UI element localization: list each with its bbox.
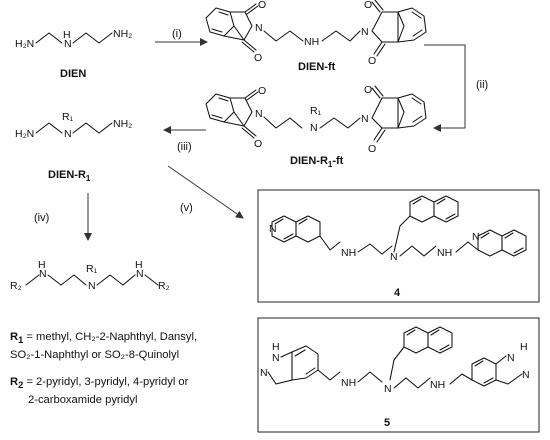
r1-definition: R1 = methyl, CH₂-2-Naphthyl, Dansyl, (10, 331, 198, 346)
compound-5-box (257, 317, 540, 433)
arrow-step-v (167, 165, 244, 219)
oxygen-label: O (258, 0, 266, 11)
amine-n-label: N (39, 268, 47, 280)
oxygen-label: O (254, 138, 262, 150)
dien-r1-label: DIEN-R1 (48, 169, 91, 183)
indazole-h-label: H (272, 341, 280, 353)
indazole-n-label: N (260, 367, 268, 379)
dien-label: DIEN (60, 68, 86, 80)
amine-h2n-label: H₂N (15, 128, 34, 140)
step-i-label: (i) (172, 28, 182, 40)
imide-n-label: N (361, 26, 369, 38)
amine-nh-label: NH (304, 36, 319, 48)
oxygen-label: O (364, 84, 372, 96)
oxygen-label: O (254, 52, 262, 64)
r1-label: R₁ (310, 105, 322, 117)
dien-structure: H₂N H N NH₂ DIEN (15, 28, 132, 80)
compound-4-label: 4 (394, 287, 401, 299)
dien-r1-ft-structure: O O N R₁ N N O O DIEN-R1-ft (205, 84, 427, 169)
r2-label: R₂ (158, 280, 170, 292)
oxygen-label: O (258, 85, 266, 97)
amine-nh-label: NH (437, 247, 452, 259)
step-iv-label: (iv) (34, 212, 49, 224)
step-iii-label: (iii) (177, 141, 192, 153)
compound-5-label: 5 (384, 417, 390, 429)
amine-nh2-label: NH₂ (113, 118, 132, 130)
tertiary-n-label: N (390, 251, 398, 263)
compound-4-box (257, 189, 540, 303)
oxygen-label: O (368, 55, 376, 67)
amine-nh-label: NH (430, 379, 445, 391)
step-ii-label: (ii) (476, 79, 488, 91)
imide-n-label: N (255, 108, 263, 120)
quinoline-n-label: N (269, 223, 277, 235)
amine-nh-label: NH (341, 377, 356, 389)
dien-ft-label: DIEN-ft (298, 61, 336, 73)
r1-definition-line2: SO₂-1-Naphthyl or SO₂-8-Quinolyl (10, 349, 180, 362)
compound-4-structure: N NH N NH N 4 (269, 195, 527, 299)
amine-nh2-label: NH₂ (113, 28, 132, 40)
r2-definition-line2: 2-carboxamide pyridyl (28, 394, 138, 407)
amine-h-label: H (38, 259, 46, 271)
arrow-step-ii (424, 44, 466, 132)
generic-product-structure: R₂ H N R₁ N H N R₂ (10, 259, 170, 292)
amine-h-label: H (63, 29, 71, 41)
tertiary-n-label: N (310, 122, 318, 134)
indazole-n-label: N (522, 369, 530, 381)
r1-label: R₁ (86, 263, 98, 275)
indazole-n-label: N (507, 352, 515, 364)
imide-n-label: N (361, 113, 369, 125)
tertiary-n-label: N (64, 128, 72, 140)
compound-5-structure: H N N NH N NH H N N 5 (260, 326, 530, 429)
indazole-n-label: N (272, 352, 280, 364)
amine-n-label: N (136, 268, 144, 280)
substituent-legend: R1 = methyl, CH₂-2-Naphthyl, Dansyl, SO₂… (10, 330, 210, 408)
amine-n-label: N (64, 38, 72, 50)
oxygen-label: O (368, 143, 376, 155)
quinoline-n-label: N (472, 231, 480, 243)
dien-ft-structure: O O N NH N O O DIEN-ft (205, 0, 427, 73)
r2-definition: R2 = 2-pyridyl, 3-pyridyl, 4-pyridyl or (10, 376, 189, 391)
r1-label: R₁ (62, 111, 74, 123)
tertiary-n-label: N (88, 280, 96, 292)
tertiary-n-label: N (384, 383, 392, 395)
imide-n-label: N (255, 22, 263, 34)
amine-h2n-label: H₂N (15, 38, 34, 50)
dien-r1-ft-label: DIEN-R1-ft (290, 155, 344, 169)
amine-h-label: H (135, 259, 143, 271)
oxygen-label: O (364, 0, 372, 11)
amine-nh-label: NH (341, 247, 356, 259)
dien-r1-structure: H₂N R₁ N NH₂ DIEN-R1 (15, 111, 132, 183)
r2-label: R₂ (10, 280, 22, 292)
indazole-h-label: H (520, 341, 528, 353)
step-v-label: (v) (180, 202, 193, 214)
